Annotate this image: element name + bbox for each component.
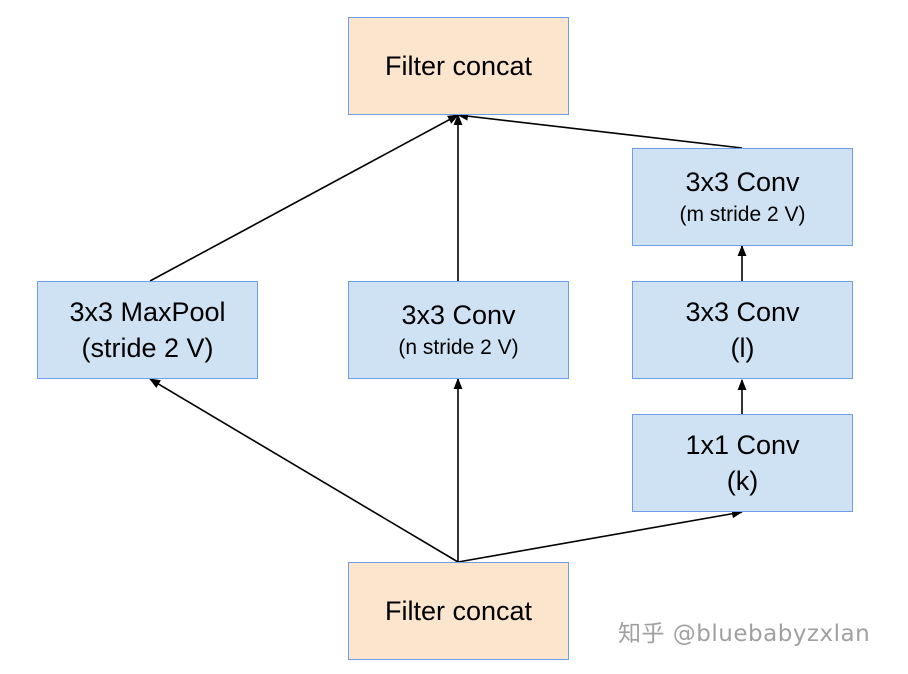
conv-l-title: 3x3 Conv [685, 297, 800, 327]
conv-k-title: 1x1 Conv [685, 430, 800, 460]
conv-m-node: 3x3 Conv (m stride 2 V) [632, 148, 853, 246]
conv-k-param: (k) [726, 466, 759, 496]
filter-concat-bottom: Filter concat [348, 562, 569, 660]
conv-n-node: 3x3 Conv (n stride 2 V) [348, 281, 569, 379]
conv-m-title: 3x3 Conv [685, 167, 800, 197]
conv-m-param: (m stride 2 V) [679, 203, 806, 226]
maxpool-param: (stride 2 V) [81, 333, 214, 363]
maxpool-title: 3x3 MaxPool [69, 297, 226, 327]
filter-concat-bottom-label: Filter concat [384, 596, 533, 626]
filter-concat-top-label: Filter concat [384, 51, 533, 81]
conv-k-node: 1x1 Conv (k) [632, 414, 853, 512]
edge-concat-to-conv-k [457, 509, 744, 563]
watermark: 知乎 @bluebabyzxlan [618, 621, 871, 647]
edge-maxpool-to-concat [149, 114, 459, 282]
edge-concat-to-maxpool [149, 378, 459, 563]
filter-concat-top: Filter concat [348, 17, 569, 115]
conv-n-param: (n stride 2 V) [398, 336, 519, 359]
conv-n-title: 3x3 Conv [401, 300, 516, 330]
maxpool-node: 3x3 MaxPool (stride 2 V) [37, 281, 258, 379]
edge-conv-m-to-concat [456, 111, 743, 149]
conv-l-node: 3x3 Conv (l) [632, 281, 853, 379]
conv-l-param: (l) [730, 333, 755, 363]
